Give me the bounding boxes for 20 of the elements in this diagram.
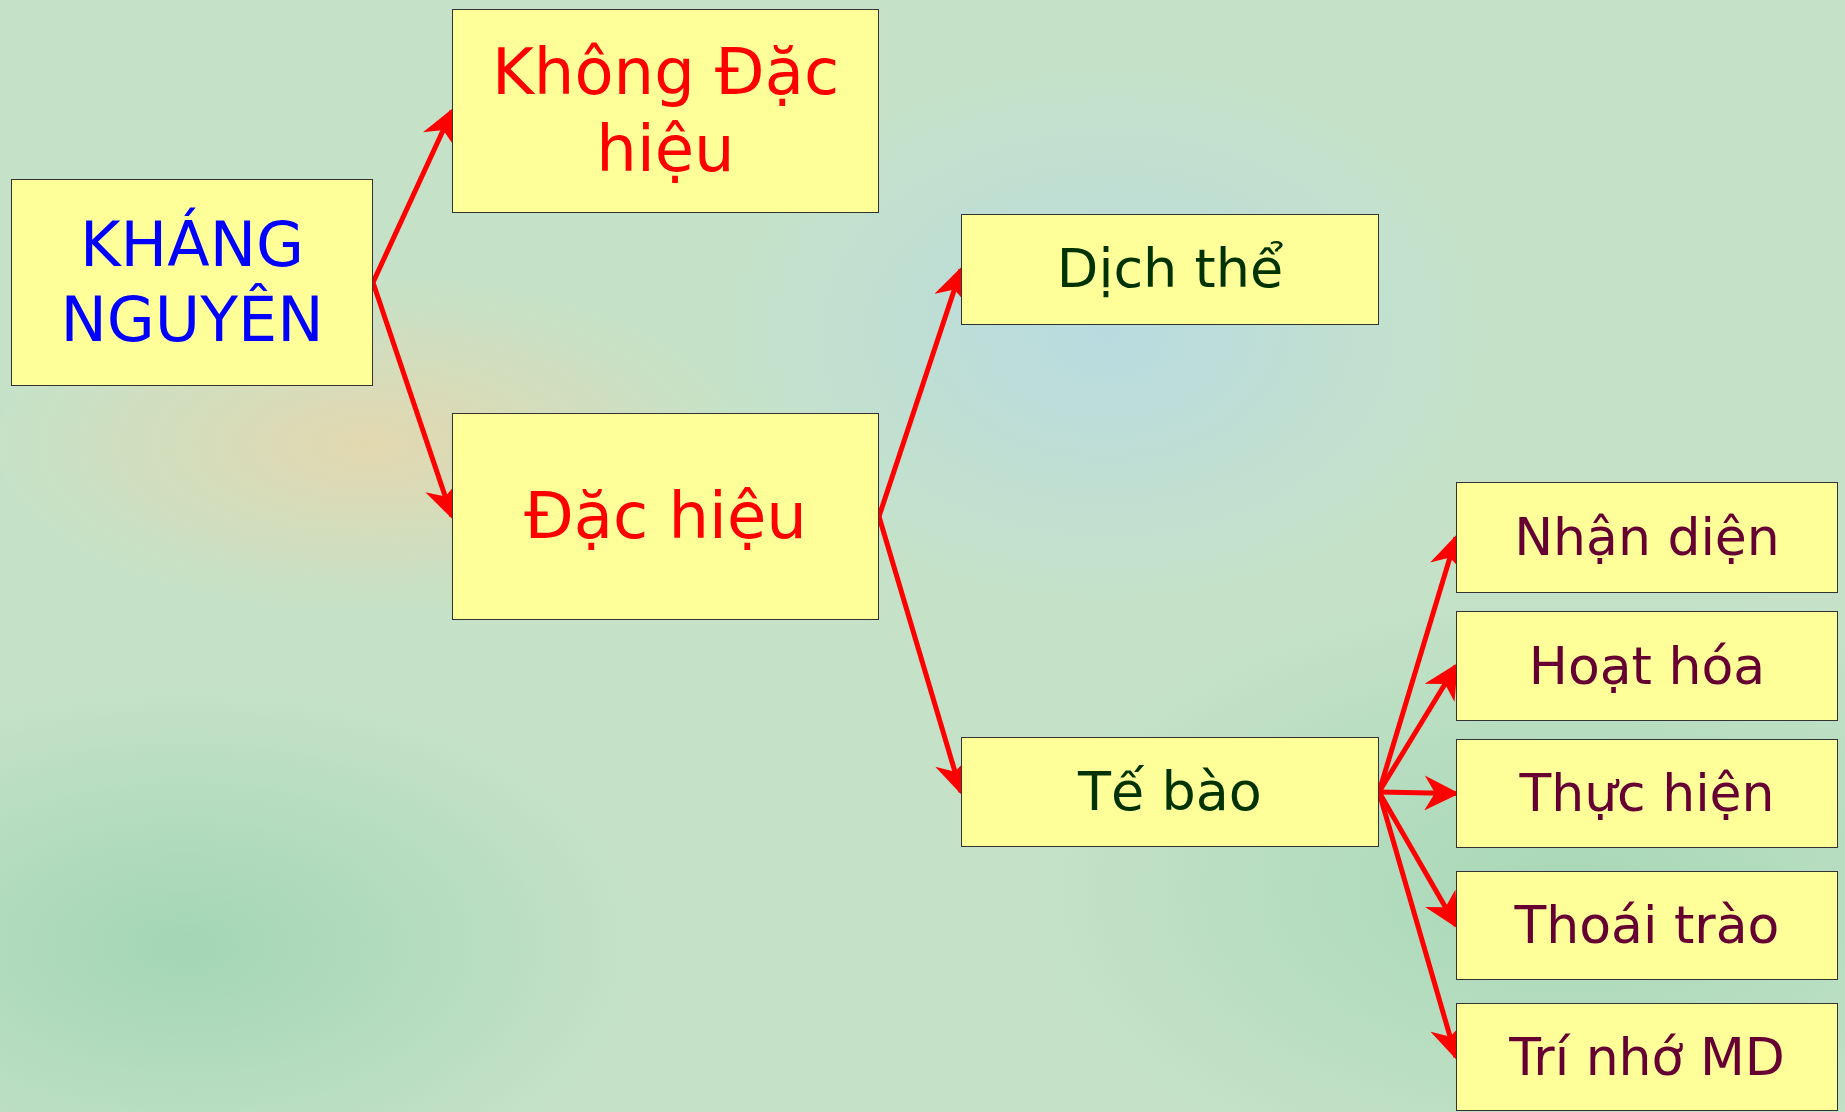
box-label: Dịch thể xyxy=(1056,237,1284,302)
box-label: Đặc hiệu xyxy=(524,478,807,555)
concept-box xyxy=(452,413,879,620)
concept-box xyxy=(961,214,1379,325)
concept-box xyxy=(452,9,879,213)
concept-box xyxy=(1456,739,1838,848)
concept-box xyxy=(1456,1003,1838,1111)
box-label: Hoạt hóa xyxy=(1528,634,1766,698)
box-label: Thoái trào xyxy=(1514,894,1780,957)
box-label: Nhận diện xyxy=(1514,506,1780,569)
box-label: Trí nhớ MD xyxy=(1509,1025,1785,1089)
concept-box xyxy=(1456,482,1838,593)
box-label: KHÁNG NGUYÊN xyxy=(59,208,325,357)
concept-box xyxy=(961,737,1379,847)
box-label: Không Đặc hiệu xyxy=(490,34,841,188)
box-label: Tế bào xyxy=(1078,759,1262,825)
box-label: Thực hiện xyxy=(1519,762,1775,825)
concept-box xyxy=(11,179,373,386)
concept-box xyxy=(1456,871,1838,980)
concept-box xyxy=(1456,611,1838,721)
